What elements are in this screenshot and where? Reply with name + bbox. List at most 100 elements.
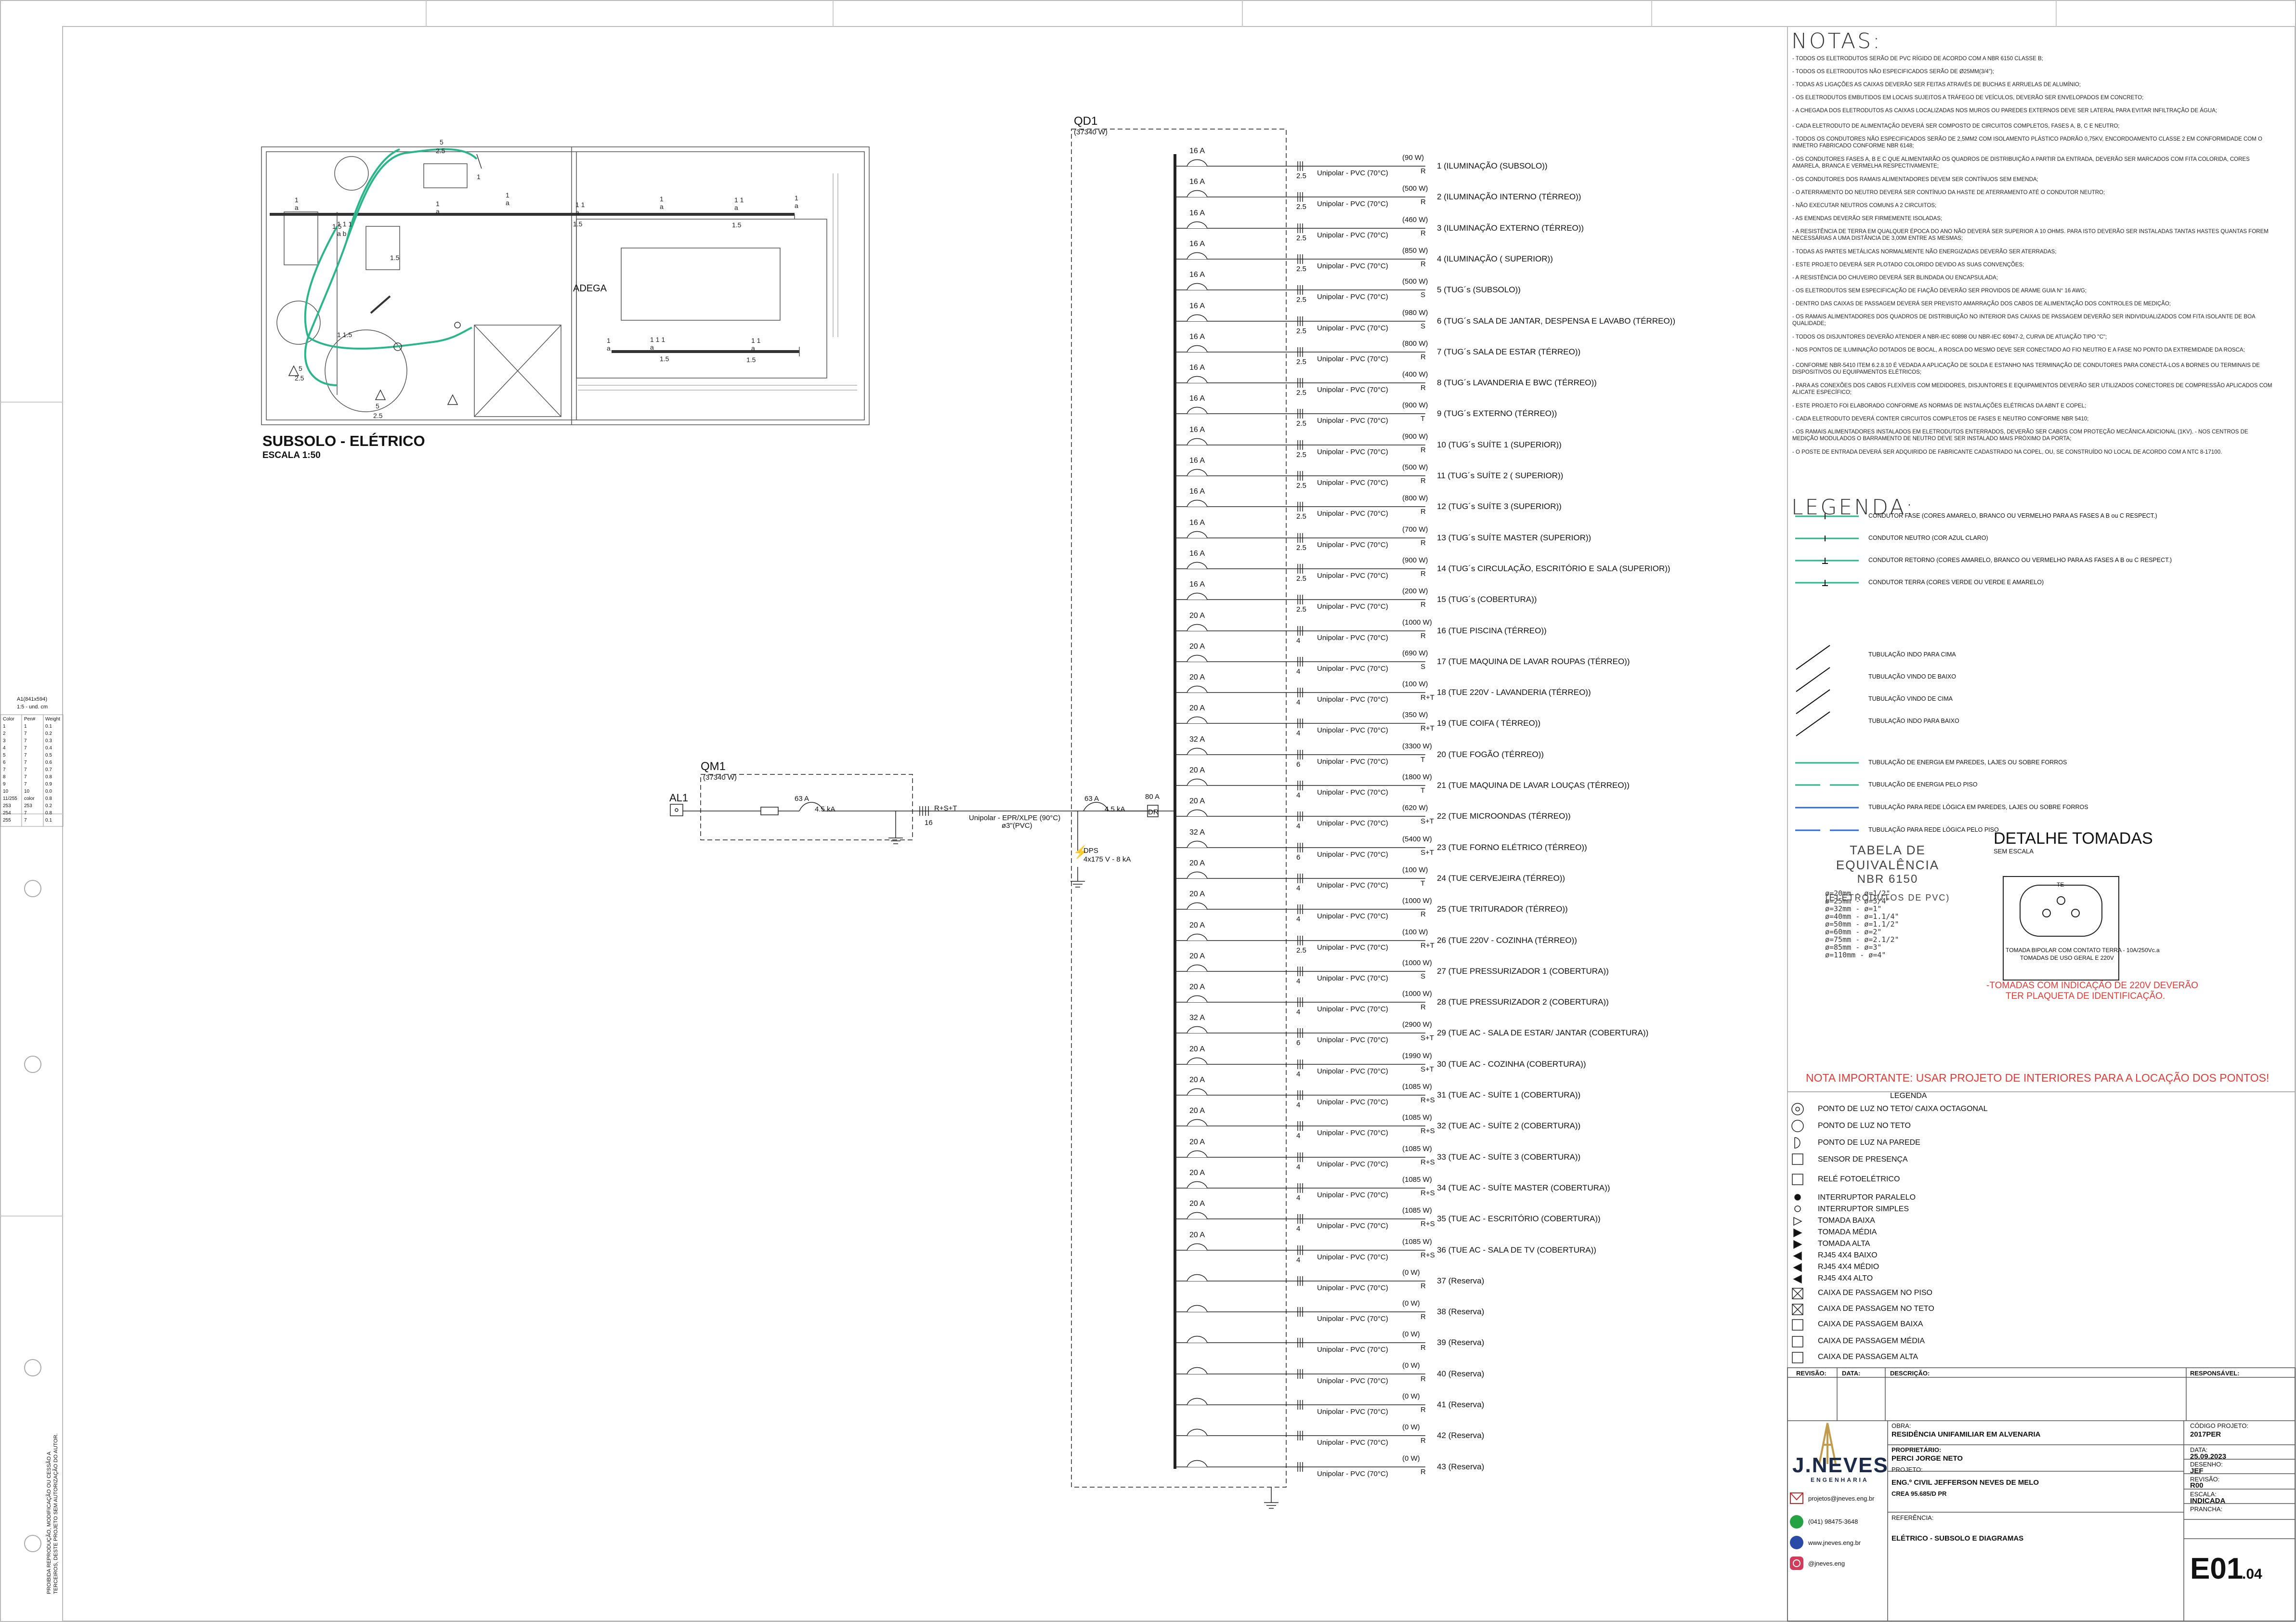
tb-prop-label: PROPRIETÁRIO: [1892,1446,1942,1453]
circuit-description: 20 (TUE FOGÃO (TÉRREO)) [1437,750,1544,759]
circuit-cable: Unipolar - PVC (70°C) [1317,1098,1388,1106]
circuit-breaker: 32 A [1189,828,1205,837]
legend-item: CONDUTOR RETORNO (CORES AMARELO, BRANCO … [1868,557,2172,563]
circuit-section: 2.5 [1296,605,1306,614]
circuit-phase: R [1421,632,1426,640]
circuit-breaker: 16 A [1189,457,1205,465]
pen-h1: A1(841x594) [17,696,47,702]
qm1-section: 16 [925,819,933,827]
circuit-description: 36 (TUE AC - SALA DE TV (COBERTURA)) [1437,1245,1596,1255]
svg-text:a: a [607,344,611,352]
pen-cell: 254 [3,811,11,816]
svg-text:1.5: 1.5 [332,222,342,230]
detail-caption1: TOMADA BIPOLAR COM CONTATO TERRA - 10A/2… [2006,947,2160,954]
circuit-section: 2.5 [1296,482,1306,490]
pen-cell: color [24,796,35,801]
circuit-phase: R+S [1421,1220,1435,1228]
circuit-breaker-symbol [1187,624,1208,631]
circuit-phase: R [1421,1406,1426,1414]
circuit-phase: R [1421,260,1426,268]
circuit-cable: Unipolar - PVC (70°C) [1317,262,1388,270]
circuit-phase: S+T [1421,817,1434,825]
contact-icons [1790,1492,1803,1570]
circuit-breaker-symbol [1187,1181,1208,1189]
tb-des: JEF [2190,1467,2204,1475]
qm1-conduit: ø3"(PVC) [1002,822,1032,830]
plan-circuit-marks: 52.5 11a 1 1 1a b 1a 1a 1 1a 1a 1 1a 1a … [295,138,798,419]
svg-text:a: a [436,208,440,215]
note-item: - OS ELETRODUTOS EMBUTIDOS EM LOCAIS SUJ… [1792,95,2144,101]
note-item: - CADA ELETRODUTO DEVERÁ CONTER CIRCUITO… [1792,416,2089,422]
circuit-description: 7 (TUG´s SALA DE ESTAR (TÉRREO)) [1437,347,1581,356]
circuit-power: (1000 W) [1402,897,1432,905]
circuit-description: 2 (ILUMINAÇÃO INTERNO (TÉRREO)) [1437,192,1581,201]
circuit-section: 6 [1296,853,1301,862]
svg-text:1.5: 1.5 [573,220,583,228]
circuit-phase: R [1421,167,1426,175]
qd1-circuit-lines [1175,159,1425,1472]
circuit-phase: S [1421,972,1426,981]
note-item: - ESTE PROJETO FOI ELABORADO CONFORME AS… [1792,403,2087,409]
pen-cell: 253 [3,803,11,809]
pen-cell: 7 [24,782,27,787]
pen-h2: 1:5 - und. cm [17,704,48,710]
svg-text:5: 5 [440,138,444,146]
circuit-description: 16 (TUE PISCINA (TÉRREO)) [1437,626,1547,635]
circuit-section: 4 [1296,791,1301,799]
pen-cell: 6 [3,760,6,765]
circuit-description: 35 (TUE AC - ESCRITÓRIO (COBERTURA)) [1437,1214,1601,1223]
circuit-power: (350 W) [1402,711,1428,719]
circuit-breaker-symbol [1187,314,1208,322]
circuit-phase: R [1421,1468,1426,1476]
equiv-row: ø=110mm - ø=4" [1825,951,1886,959]
circuit-phase: R+T [1421,693,1435,702]
pen-cell: 0.8 [45,774,52,780]
circuit-breaker-symbol [1187,654,1208,662]
circuit-breaker: 16 A [1189,333,1205,341]
circuit-breaker: 16 A [1189,519,1205,527]
circuit-description: 43 (Reserva) [1437,1462,1485,1471]
circuit-cable: Unipolar - PVC (70°C) [1317,355,1388,363]
circuit-phase: R+S [1421,1127,1435,1135]
circuit-power: (3300 W) [1402,742,1432,750]
circuit-power: (460 W) [1402,216,1428,224]
circuit-breaker-symbol [1187,592,1208,600]
circuit-cable: Unipolar - PVC (70°C) [1317,1408,1388,1416]
circuit-breaker: 20 A [1189,1138,1205,1146]
detail-te: TE [2057,881,2064,888]
equiv-title3: (ELETRODUTOS DE PVC) [1825,893,1950,903]
pen-cell: 0.1 [45,724,52,729]
pen-cell: 7 [24,746,27,751]
svg-text:2.5: 2.5 [295,374,304,382]
note-item: - TODOS OS ELETRODUTOS NÃO ESPECIFICADOS… [1792,69,1994,75]
pen-cell: 7 [24,767,27,772]
circuit-section: 4 [1296,1163,1301,1171]
pen-cell: 7 [24,818,27,823]
circuit-cable: Unipolar - PVC (70°C) [1317,200,1388,208]
circuit-breaker: 16 A [1189,147,1205,155]
circuit-description: 4 (ILUMINAÇÃO ( SUPERIOR)) [1437,254,1553,263]
circuit-breaker-symbol [1187,1088,1208,1096]
circuit-power: (850 W) [1402,247,1428,255]
circuit-breaker-symbol [1187,964,1208,972]
circuit-cable: Unipolar - PVC (70°C) [1317,1253,1388,1261]
tb-rev-label: REVISÃO: [2190,1476,2220,1483]
circuit-phase: R [1421,229,1426,237]
circuit-power: (1085 W) [1402,1113,1432,1122]
circuit-section: 2.5 [1296,358,1306,366]
pen-cell: 0.8 [45,811,52,816]
circuit-power: (1000 W) [1402,959,1432,967]
circuit-breaker: 20 A [1189,983,1205,991]
qd1-diagram [1070,129,1287,1509]
plan-fixture-symbols [288,154,482,405]
circuit-section: 2.5 [1296,234,1306,242]
svg-text:a: a [506,199,509,207]
circuit-breaker-symbol [1187,871,1208,879]
pen-cell: 0.3 [45,738,52,744]
svg-text:5: 5 [376,402,379,410]
circuit-cable: Unipolar - PVC (70°C) [1317,788,1388,797]
circuit-power: (0 W) [1402,1299,1420,1308]
circuit-phase: S [1421,322,1426,330]
legend2-item: CAIXA DE PASSAGEM NO TETO [1818,1305,1934,1313]
pen-cell: 10 [3,789,9,794]
